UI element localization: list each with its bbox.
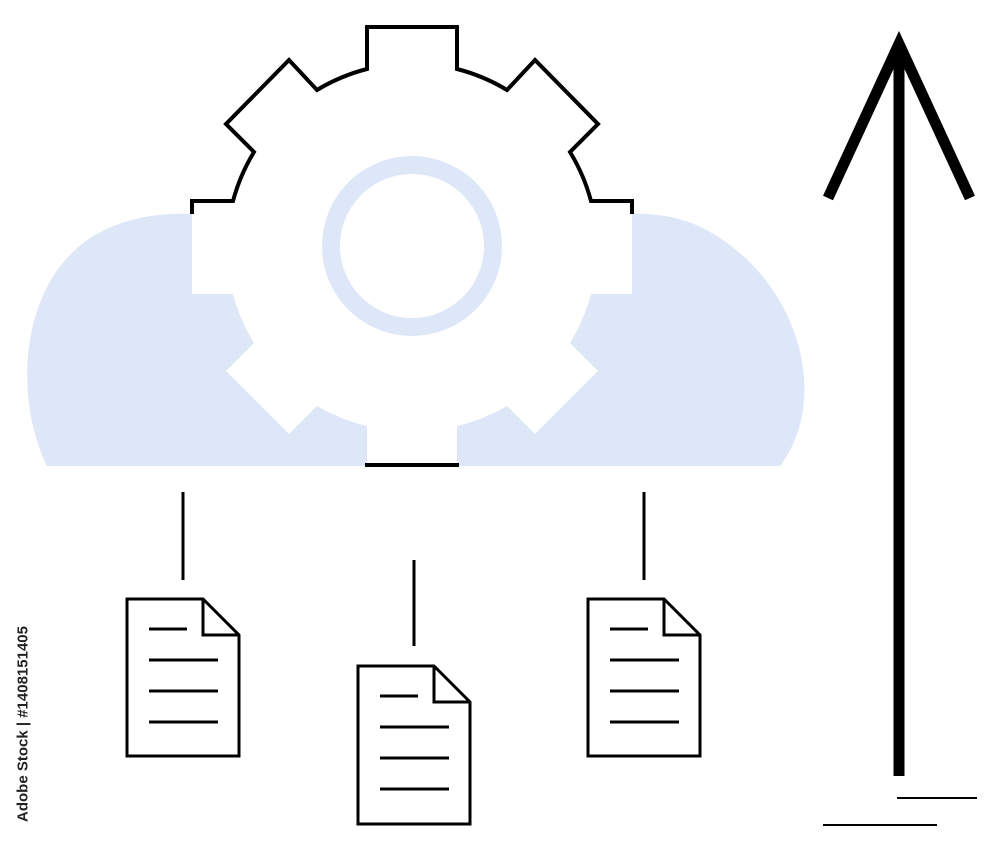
gear-icon	[190, 25, 634, 467]
document-icon	[125, 597, 241, 758]
stock-id-watermark: Adobe Stock | #1408151405	[14, 626, 32, 822]
arrow-up-icon	[823, 30, 975, 776]
gear-hole-ring	[322, 156, 502, 336]
document-icon	[356, 664, 472, 826]
document-icon	[586, 597, 702, 758]
